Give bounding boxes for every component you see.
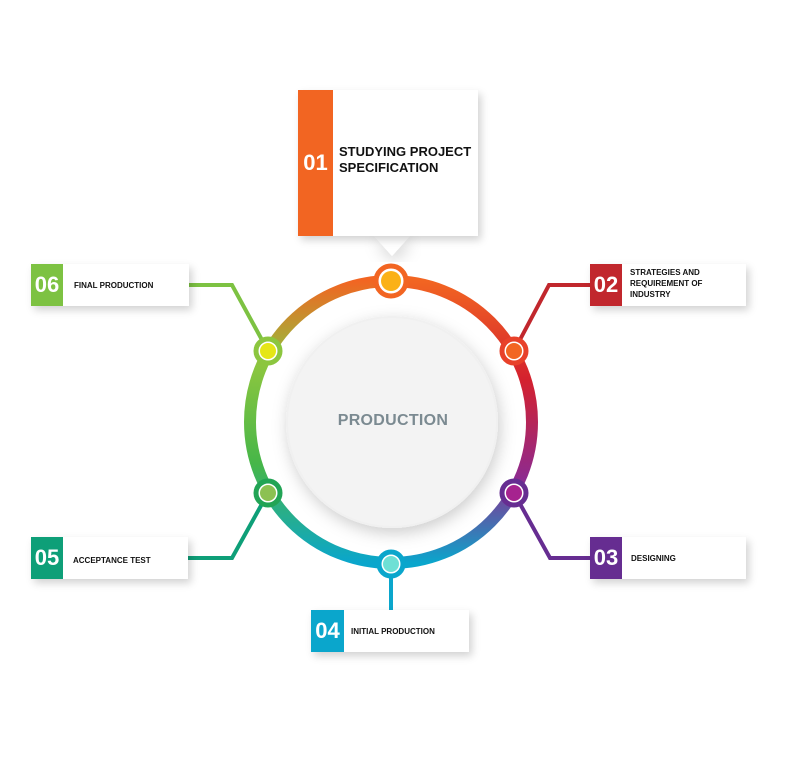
step-card-05: 05 ACCEPTANCE TEST: [31, 537, 188, 579]
center-label: PRODUCTION: [337, 412, 449, 429]
step-label-05: ACCEPTANCE TEST: [73, 556, 151, 565]
dot-04-core: [383, 556, 399, 572]
ring-left: [244, 275, 392, 569]
step-number-03: 03: [590, 537, 622, 579]
step-card-04: 04 INITIAL PRODUCTION: [311, 610, 469, 652]
step-number-04: 04: [311, 610, 344, 652]
connector-05: [188, 492, 270, 560]
connector-03: [512, 492, 590, 560]
step-label-04: INITIAL PRODUCTION: [351, 627, 435, 636]
connector-06: [188, 283, 270, 352]
step-number-01: 01: [298, 90, 333, 236]
step-card-06: 06 FINAL PRODUCTION: [31, 264, 189, 306]
step-number-02: 02: [590, 264, 622, 306]
step-label-02: STRATEGIES AND REQUIREMENT OF INDUSTRY: [630, 268, 703, 299]
step-number-06: 06: [31, 264, 63, 306]
step-number-05: 05: [31, 537, 63, 579]
dot-02-core: [506, 343, 522, 359]
dot-01-core: [381, 271, 401, 291]
step-label-06: FINAL PRODUCTION: [74, 281, 154, 290]
dot-06-core: [260, 343, 276, 359]
step-card-01: 01 STUDYING PROJECT SPECIFICATION: [298, 90, 478, 236]
dot-03-core: [506, 485, 522, 501]
ring-right: [390, 275, 538, 569]
connector-02: [512, 283, 590, 352]
dot-05-core: [260, 485, 276, 501]
card-01-pointer: [374, 236, 410, 256]
step-card-03: 03 DESIGNING: [590, 537, 746, 579]
step-label-03: DESIGNING: [631, 554, 676, 563]
step-card-02: 02 STRATEGIES AND REQUIREMENT OF INDUSTR…: [590, 264, 746, 306]
step-label-01: STUDYING PROJECT SPECIFICATION: [339, 144, 472, 175]
center-circle-inner: [288, 318, 496, 526]
